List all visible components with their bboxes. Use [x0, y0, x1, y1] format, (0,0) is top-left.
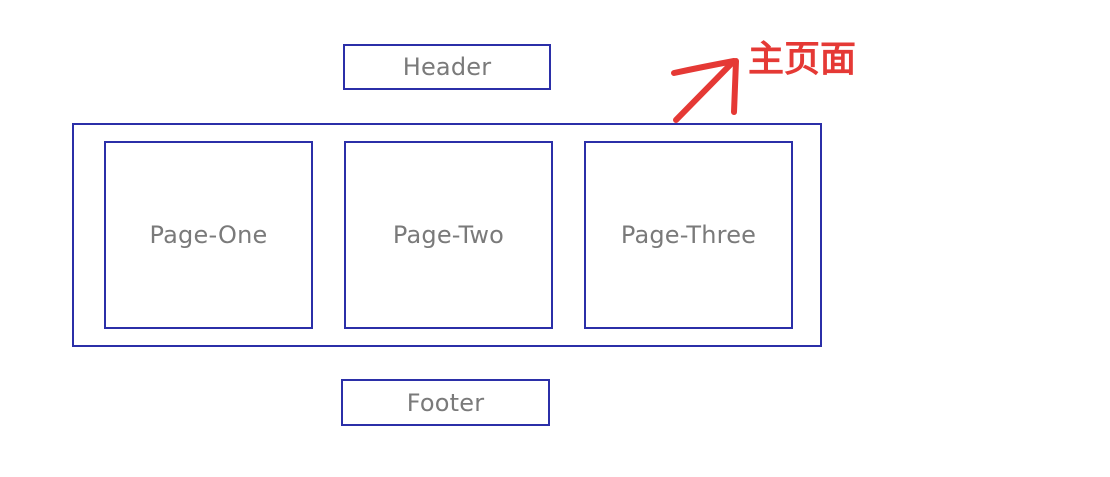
page-two-box: Page-Two — [344, 141, 553, 329]
header-box: Header — [343, 44, 551, 90]
main-page-container — [72, 123, 822, 347]
footer-label: Footer — [406, 388, 485, 417]
annotation-label: 主页面 — [748, 39, 857, 80]
page-three-label: Page-Three — [620, 221, 757, 249]
page-three-box: Page-Three — [584, 141, 793, 329]
page-one-label: Page-One — [149, 221, 268, 249]
page-one-box: Page-One — [104, 141, 313, 329]
footer-box: Footer — [341, 379, 550, 426]
header-label: Header — [402, 53, 492, 81]
annotation-arrow-icon — [671, 58, 739, 123]
page-two-label: Page-Two — [392, 221, 505, 249]
